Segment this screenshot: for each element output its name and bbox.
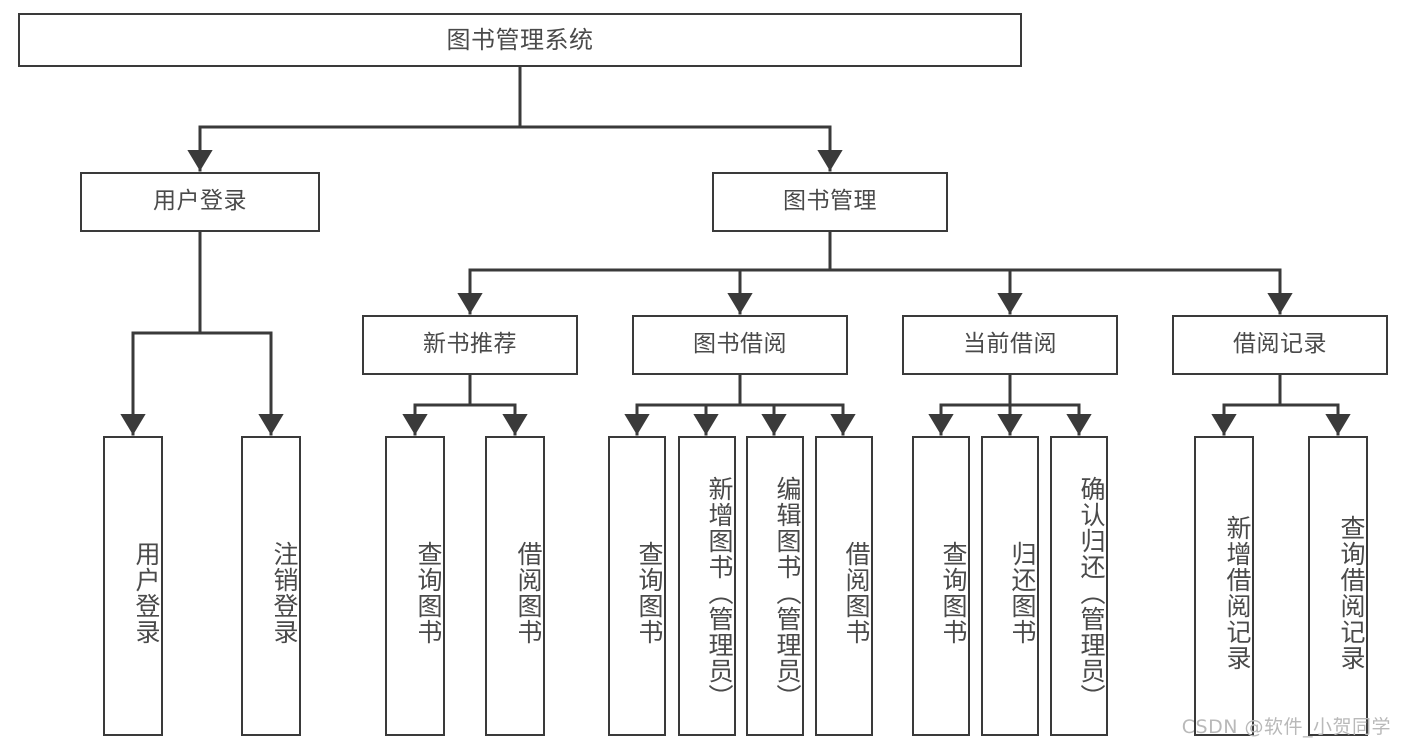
node-label: 图书借阅 bbox=[693, 331, 787, 358]
node-label: 新增图书（管理员） bbox=[705, 476, 734, 710]
node-label: 编辑图书（管理员） bbox=[773, 476, 802, 710]
node-label: 用户登录 bbox=[153, 188, 247, 215]
leaf-current-query-book[interactable]: 查询图书 bbox=[912, 436, 970, 736]
node-label: 注销登录 bbox=[270, 541, 299, 645]
node-label: 用户登录 bbox=[132, 541, 161, 645]
node-label: 查询图书 bbox=[414, 541, 443, 645]
node-root-book-management-system[interactable]: 图书管理系统 bbox=[18, 13, 1022, 67]
node-label: 借阅记录 bbox=[1233, 331, 1327, 358]
node-user-login[interactable]: 用户登录 bbox=[80, 172, 320, 232]
node-label: 归还图书 bbox=[1008, 541, 1037, 645]
node-book-borrow[interactable]: 图书借阅 bbox=[632, 315, 848, 375]
leaf-new-book-borrow[interactable]: 借阅图书 bbox=[485, 436, 545, 736]
leaf-user-login-logout[interactable]: 注销登录 bbox=[241, 436, 301, 736]
leaf-borrow-query-book[interactable]: 查询图书 bbox=[608, 436, 666, 736]
node-label: 图书管理系统 bbox=[446, 25, 594, 54]
node-label: 查询借阅记录 bbox=[1337, 515, 1366, 671]
node-book-management[interactable]: 图书管理 bbox=[712, 172, 948, 232]
node-label: 查询图书 bbox=[635, 541, 664, 645]
node-label: 确认归还（管理员） bbox=[1077, 476, 1106, 710]
leaf-borrow-add-book-admin[interactable]: 新增图书（管理员） bbox=[678, 436, 736, 736]
node-label: 借阅图书 bbox=[842, 541, 871, 645]
leaf-new-book-query[interactable]: 查询图书 bbox=[385, 436, 445, 736]
leaf-current-confirm-return-admin[interactable]: 确认归还（管理员） bbox=[1050, 436, 1108, 736]
node-current-borrow[interactable]: 当前借阅 bbox=[902, 315, 1118, 375]
leaf-borrow-edit-book-admin[interactable]: 编辑图书（管理员） bbox=[746, 436, 804, 736]
leaf-current-return-book[interactable]: 归还图书 bbox=[981, 436, 1039, 736]
node-label: 图书管理 bbox=[783, 188, 877, 215]
node-label: 新增借阅记录 bbox=[1223, 515, 1252, 671]
leaf-record-query-borrow-record[interactable]: 查询借阅记录 bbox=[1308, 436, 1368, 736]
node-label: 查询图书 bbox=[939, 541, 968, 645]
watermark: CSDN @软件_小贺同学 bbox=[1181, 716, 1391, 738]
node-label: 新书推荐 bbox=[423, 331, 517, 358]
leaf-borrow-borrow-book[interactable]: 借阅图书 bbox=[815, 436, 873, 736]
leaf-user-login-login[interactable]: 用户登录 bbox=[103, 436, 163, 736]
node-borrow-record[interactable]: 借阅记录 bbox=[1172, 315, 1388, 375]
node-new-book-recommend[interactable]: 新书推荐 bbox=[362, 315, 578, 375]
node-label: 借阅图书 bbox=[514, 541, 543, 645]
leaf-record-add-borrow-record[interactable]: 新增借阅记录 bbox=[1194, 436, 1254, 736]
node-label: 当前借阅 bbox=[963, 331, 1057, 358]
